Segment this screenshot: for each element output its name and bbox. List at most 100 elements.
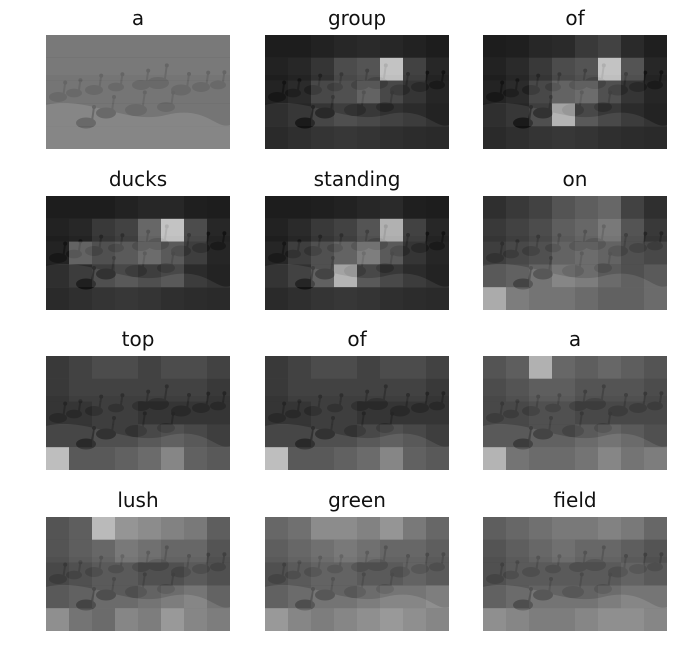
attention-cell bbox=[288, 241, 311, 265]
attention-cell bbox=[552, 196, 575, 219]
attention-cell bbox=[575, 447, 598, 470]
attention-cell bbox=[506, 241, 529, 265]
attention-cell bbox=[529, 126, 552, 149]
attention-cell bbox=[621, 608, 644, 631]
attention-cell bbox=[403, 35, 426, 58]
attention-cell bbox=[357, 378, 380, 402]
attention-cell bbox=[403, 287, 426, 310]
attention-cell bbox=[644, 287, 667, 310]
attention-cell bbox=[288, 378, 311, 402]
attention-cell bbox=[403, 562, 426, 586]
attention-cell bbox=[598, 103, 621, 127]
attention-cell bbox=[207, 241, 230, 265]
attention-cell bbox=[483, 447, 506, 470]
attention-cell bbox=[529, 378, 552, 402]
attention-cell bbox=[311, 80, 334, 104]
attention-cell bbox=[46, 218, 69, 242]
attention-cell bbox=[288, 287, 311, 310]
attention-cell bbox=[644, 218, 667, 242]
attention-cell bbox=[288, 218, 311, 242]
attention-panel: field bbox=[483, 484, 667, 632]
attention-cell bbox=[334, 218, 357, 242]
attention-cell bbox=[265, 35, 288, 58]
attention-cell bbox=[483, 241, 506, 265]
attention-cell bbox=[115, 264, 138, 288]
attention-image bbox=[46, 517, 230, 631]
attention-cell bbox=[380, 378, 403, 402]
attention-cell bbox=[184, 103, 207, 127]
attention-panel: ducks bbox=[46, 163, 230, 311]
attention-cell bbox=[403, 517, 426, 540]
attention-cell bbox=[161, 264, 184, 288]
attention-cell bbox=[529, 103, 552, 127]
attention-cell bbox=[184, 287, 207, 310]
attention-cell bbox=[644, 264, 667, 288]
attention-cell bbox=[46, 424, 69, 448]
attention-cell bbox=[403, 424, 426, 448]
attention-cell bbox=[207, 401, 230, 425]
attention-cell bbox=[506, 264, 529, 288]
attention-cell bbox=[92, 585, 115, 609]
attention-cell bbox=[207, 35, 230, 58]
attention-cell bbox=[207, 103, 230, 127]
attention-cell bbox=[380, 608, 403, 631]
attention-cell bbox=[207, 585, 230, 609]
attention-cell bbox=[598, 196, 621, 219]
attention-cell bbox=[46, 264, 69, 288]
attention-cell bbox=[138, 424, 161, 448]
attention-cell bbox=[621, 126, 644, 149]
attention-cell bbox=[357, 264, 380, 288]
panel-title: lush bbox=[117, 488, 159, 512]
attention-cell bbox=[92, 80, 115, 104]
attention-cell bbox=[288, 539, 311, 563]
attention-cell bbox=[357, 35, 380, 58]
attention-cell bbox=[311, 103, 334, 127]
attention-cell bbox=[69, 264, 92, 288]
attention-image bbox=[46, 35, 230, 149]
attention-cell bbox=[311, 287, 334, 310]
attention-cell bbox=[115, 401, 138, 425]
attention-cell bbox=[644, 401, 667, 425]
attention-cell bbox=[207, 264, 230, 288]
attention-cell bbox=[69, 241, 92, 265]
attention-cell bbox=[426, 287, 449, 310]
panel-title: ducks bbox=[108, 167, 168, 191]
attention-cell bbox=[311, 57, 334, 81]
attention-cell bbox=[115, 103, 138, 127]
attention-cell bbox=[92, 562, 115, 586]
attention-cell bbox=[334, 356, 357, 379]
attention-cell bbox=[184, 264, 207, 288]
attention-cell bbox=[138, 126, 161, 149]
attention-cell bbox=[288, 608, 311, 631]
attention-cell bbox=[161, 356, 184, 379]
attention-cell bbox=[483, 608, 506, 631]
attention-cell bbox=[334, 126, 357, 149]
attention-cell bbox=[483, 401, 506, 425]
attention-cell bbox=[380, 287, 403, 310]
attention-cell bbox=[69, 539, 92, 563]
attention-cell bbox=[69, 585, 92, 609]
attention-cell bbox=[598, 585, 621, 609]
attention-cell bbox=[403, 103, 426, 127]
panel-title: of bbox=[565, 6, 585, 30]
attention-cell bbox=[69, 562, 92, 586]
attention-cell bbox=[115, 241, 138, 265]
attention-cell bbox=[115, 57, 138, 81]
attention-cell bbox=[161, 424, 184, 448]
attention-panel: group bbox=[265, 2, 449, 150]
attention-cell bbox=[357, 241, 380, 265]
attention-cell bbox=[161, 539, 184, 563]
attention-cell bbox=[552, 517, 575, 540]
attention-cell bbox=[161, 517, 184, 540]
attention-cell bbox=[529, 356, 552, 379]
attention-cell bbox=[644, 103, 667, 127]
attention-cell bbox=[207, 196, 230, 219]
attention-cell bbox=[207, 356, 230, 379]
attention-cell bbox=[506, 287, 529, 310]
attention-cell bbox=[529, 517, 552, 540]
attention-cell bbox=[138, 35, 161, 58]
attention-cell bbox=[575, 80, 598, 104]
attention-cell bbox=[552, 103, 575, 127]
attention-cell bbox=[92, 401, 115, 425]
attention-cell bbox=[552, 126, 575, 149]
